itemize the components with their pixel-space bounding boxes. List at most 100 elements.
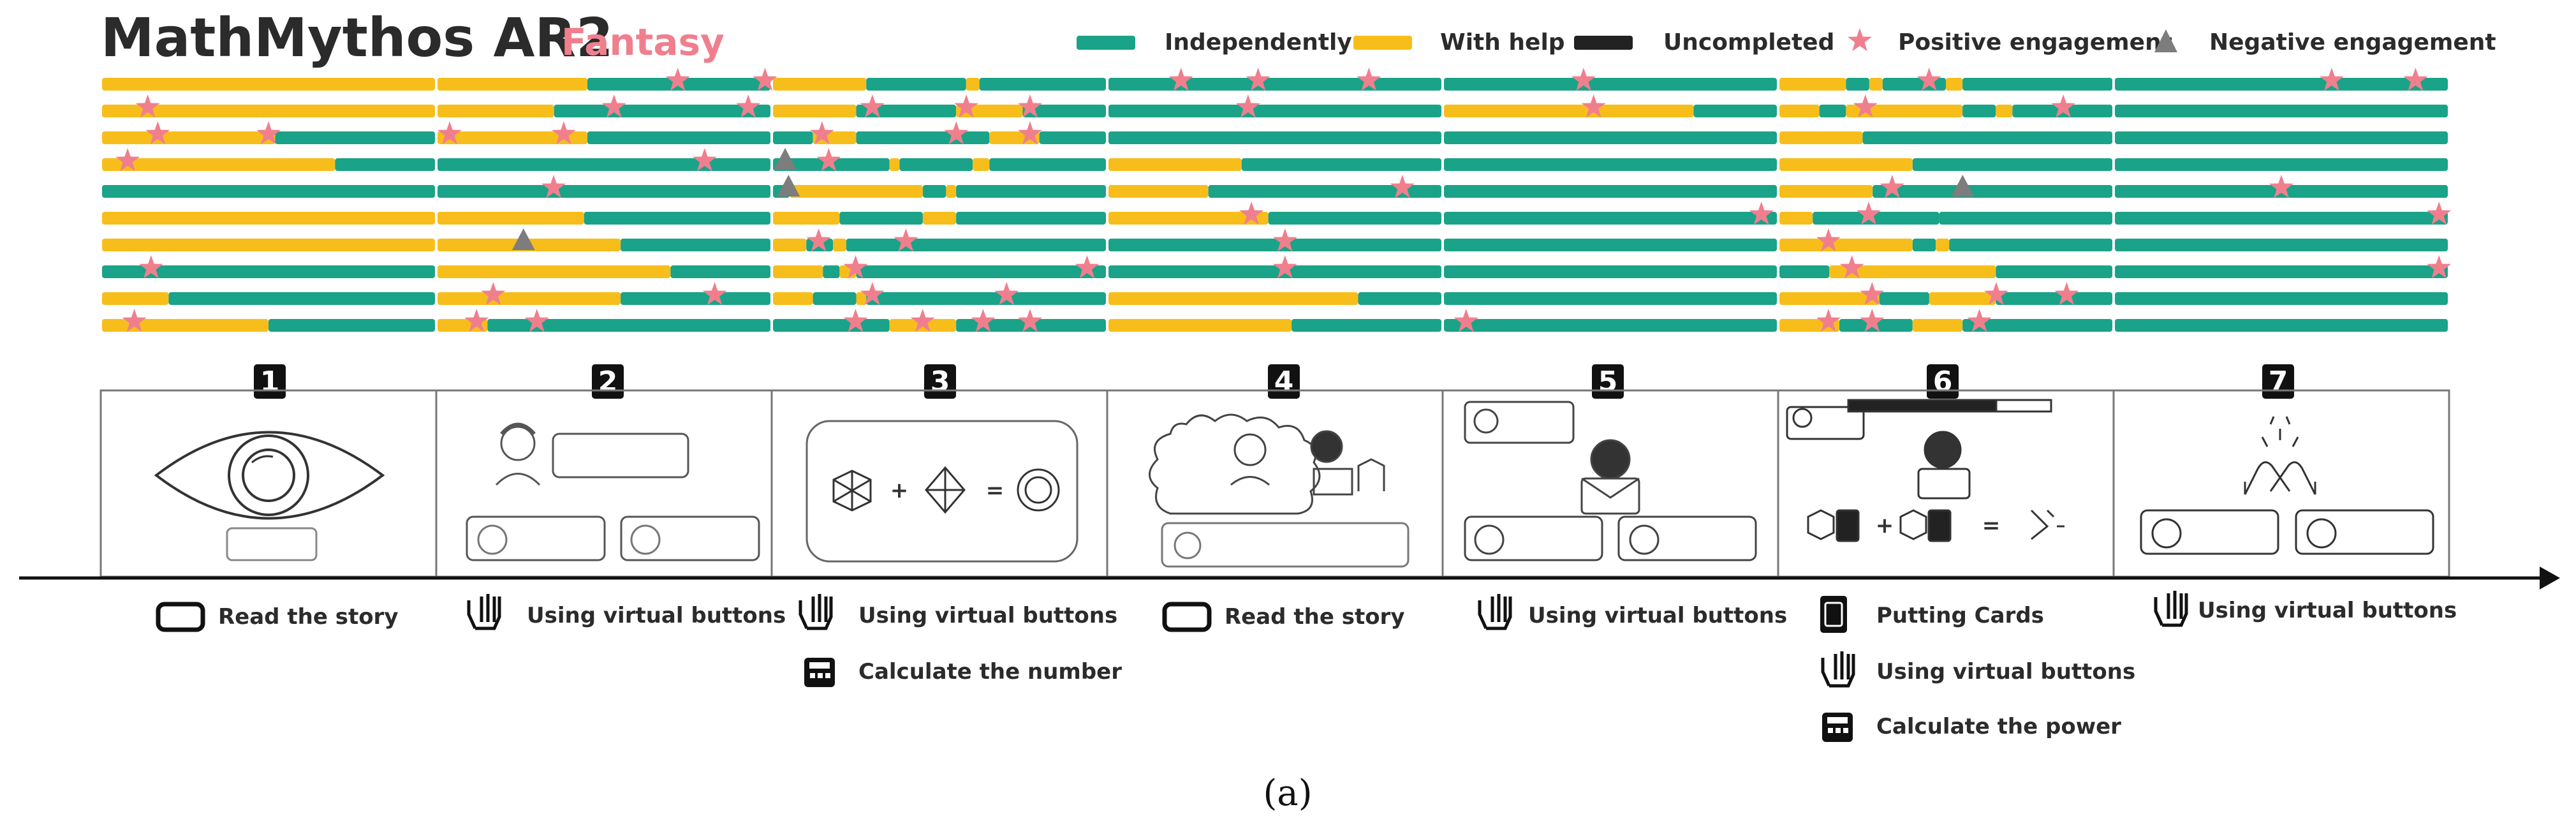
scene-number: 2 (598, 366, 618, 398)
bar-segment-independent (1779, 265, 1830, 278)
positive-engagement-star (910, 309, 935, 332)
scene-number: 7 (2269, 366, 2288, 398)
bar-segment-help (1779, 239, 1913, 251)
tablet-icon (1162, 602, 1212, 632)
bar-segment-independent (438, 185, 770, 198)
positive-engagement-star (816, 148, 841, 172)
bar-segment-help (773, 78, 867, 91)
legend-triangle-icon (2154, 29, 2177, 52)
activity-label: Using virtual buttons (858, 603, 1117, 628)
bar-segment-independent (1108, 131, 1441, 144)
scene-badges: 1 2 3 4 5 6 7 (254, 364, 2294, 399)
bar-segment-independent (1292, 319, 1441, 332)
bar-segment-independent (866, 78, 966, 91)
bar-segment-independent (1358, 292, 1441, 305)
bar-segment-independent (1939, 212, 2112, 225)
bar-segment-independent (1108, 265, 1441, 278)
positive-engagement-star (122, 309, 147, 332)
character-dialog-icon (466, 422, 760, 561)
bar-segment-help (1108, 292, 1358, 305)
positive-engagement-star (551, 121, 576, 145)
activity-label: Using virtual buttons (2198, 598, 2457, 623)
activity-label: Read the story (1225, 604, 1405, 630)
bar-segment-help (102, 292, 169, 305)
bar-segment-independent (1873, 185, 2112, 198)
scene-number: 4 (1274, 366, 1294, 398)
bar-segment-independent (989, 158, 1106, 171)
equation-plus: + (1876, 513, 1894, 538)
bar-segment-independent (2115, 212, 2448, 225)
bar-segment-help (102, 319, 269, 332)
positive-engagement-star (843, 255, 868, 279)
positive-engagement-star (753, 68, 777, 91)
figure-caption: (a) (1263, 773, 1312, 814)
bar-segment-independent (856, 131, 990, 144)
bar-segment-independent (2115, 239, 2448, 251)
participant-row (102, 158, 2448, 171)
positive-engagement-star (541, 175, 566, 198)
bar-segment-independent (1444, 78, 1777, 91)
bar-segment-independent (1962, 319, 2112, 332)
positive-engagement-star (1816, 228, 1841, 252)
bar-segment-help (102, 212, 435, 225)
bar-segment-help (946, 185, 957, 198)
scene-number: 3 (931, 366, 950, 398)
bar-segment-independent (839, 212, 923, 225)
chart-title: MathMythos AR2 (101, 6, 614, 69)
bar-segment-help (922, 212, 957, 225)
hand-icon (1478, 594, 1512, 630)
positive-engagement-star (135, 94, 160, 118)
legend-label-uncompleted: Uncompleted (1663, 29, 1834, 56)
bar-segment-independent (1862, 131, 2112, 144)
positive-engagement-star (438, 121, 462, 145)
bar-segment-help (773, 212, 840, 225)
positive-engagement-star (2403, 68, 2428, 91)
bar-segment-help (102, 158, 335, 171)
hand-icon (1821, 651, 1855, 688)
scene-activities-7: Using virtual buttons (2154, 591, 2457, 627)
bar-segment-independent (899, 158, 973, 171)
bar-segment-help (102, 131, 276, 144)
bar-segment-independent (1208, 185, 1441, 198)
negative-engagement-triangle (774, 148, 797, 170)
bar-segment-help (1936, 239, 1950, 251)
positive-engagement-star (692, 148, 717, 172)
scene-badge-2: 2 (592, 364, 624, 399)
positive-engagement-star (860, 282, 885, 306)
hand-icon (467, 594, 501, 630)
scene-number: 6 (1933, 366, 1953, 398)
activity-label: Read the story (218, 604, 399, 630)
bar-segment-help (1846, 105, 1963, 117)
activity-label: Calculate the power (1876, 714, 2121, 739)
gem-equation-icon (806, 420, 1078, 563)
scene-activities-3: Using virtual buttons Calculate the numb… (799, 594, 1122, 687)
bar-segment-help (102, 239, 435, 251)
legend-label-positive: Positive engagement (1898, 29, 2172, 56)
bar-segment-independent (335, 158, 435, 171)
positive-engagement-star (1272, 255, 1297, 279)
bar-segment-help (773, 292, 813, 305)
bar-segment-help (790, 185, 923, 198)
positive-engagement-star (806, 228, 831, 252)
bar-segment-help (1946, 78, 1963, 91)
positive-engagement-star (1749, 202, 1774, 225)
scene-activities-6: Putting Cards Using virtual buttons Calc… (1820, 596, 2135, 742)
positive-engagement-star (1839, 255, 1864, 279)
bar-segment-independent (1108, 78, 1441, 91)
scene-number: 5 (1598, 366, 1618, 398)
bar-segment-help (1108, 212, 1269, 225)
eye-icon (154, 431, 385, 561)
negative-engagement-triangle (1951, 175, 1975, 196)
bar-segment-independent (1962, 105, 1996, 117)
card-battle-icon (1786, 399, 2064, 542)
bar-segment-independent (584, 212, 770, 225)
bar-segment-help (1108, 158, 1242, 171)
positive-engagement-star (2319, 68, 2344, 91)
positive-engagement-star (894, 228, 918, 252)
negative-engagement-triangle (512, 228, 535, 250)
bar-segment-independent (1022, 105, 1106, 117)
forest-scene-icon (1149, 413, 1409, 568)
bar-segment-independent (1879, 292, 1929, 305)
positive-engagement-star (809, 121, 834, 145)
bar-segment-independent (1996, 292, 2112, 305)
